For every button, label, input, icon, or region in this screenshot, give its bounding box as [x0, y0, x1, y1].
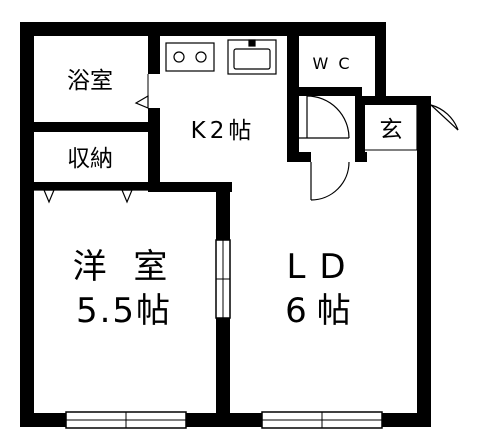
storage-doors	[34, 189, 148, 204]
bath-door	[134, 74, 149, 109]
wall-entrance-left	[355, 96, 365, 162]
wall-bath-bottom	[34, 122, 160, 132]
sliding-door-partition	[215, 239, 231, 319]
wall-wc-entrance	[299, 87, 362, 96]
wall-left	[20, 22, 34, 427]
stove-icon	[165, 42, 215, 72]
storage-label: 収納	[67, 146, 113, 172]
western-room-label-2: 5.5帖	[76, 291, 172, 331]
kitchen-label: K2帖	[191, 118, 256, 144]
living-room-label-1: LD	[286, 247, 359, 287]
wall-partition-lower	[216, 318, 230, 427]
wall-wc-right	[375, 22, 386, 100]
wall-entrance-top	[362, 96, 431, 105]
wall-top-right	[296, 22, 386, 36]
bath-label: 浴室	[67, 68, 113, 94]
sink-icon	[227, 39, 277, 75]
ld-door	[310, 161, 350, 201]
entrance-door	[416, 104, 459, 150]
entrance-label: 玄	[380, 117, 403, 143]
western-room-label-1: 洋 室	[73, 247, 176, 287]
wall-partition-upper	[216, 182, 230, 240]
wall-top-left	[20, 22, 296, 36]
wall-right	[417, 96, 431, 427]
window-western-room	[65, 411, 187, 429]
wall-wc-left	[287, 36, 299, 162]
wc-door	[299, 95, 350, 139]
wall-western-top	[34, 182, 160, 190]
wall-storage-right	[148, 132, 160, 190]
wc-label: WC	[313, 54, 360, 73]
window-living-room	[261, 411, 383, 429]
wall-bath-right-upper	[148, 36, 160, 74]
wall-kitchen-bottom	[148, 182, 232, 192]
wall-wc-bottom	[287, 152, 311, 162]
living-room-label-2: 6帖	[285, 291, 361, 331]
